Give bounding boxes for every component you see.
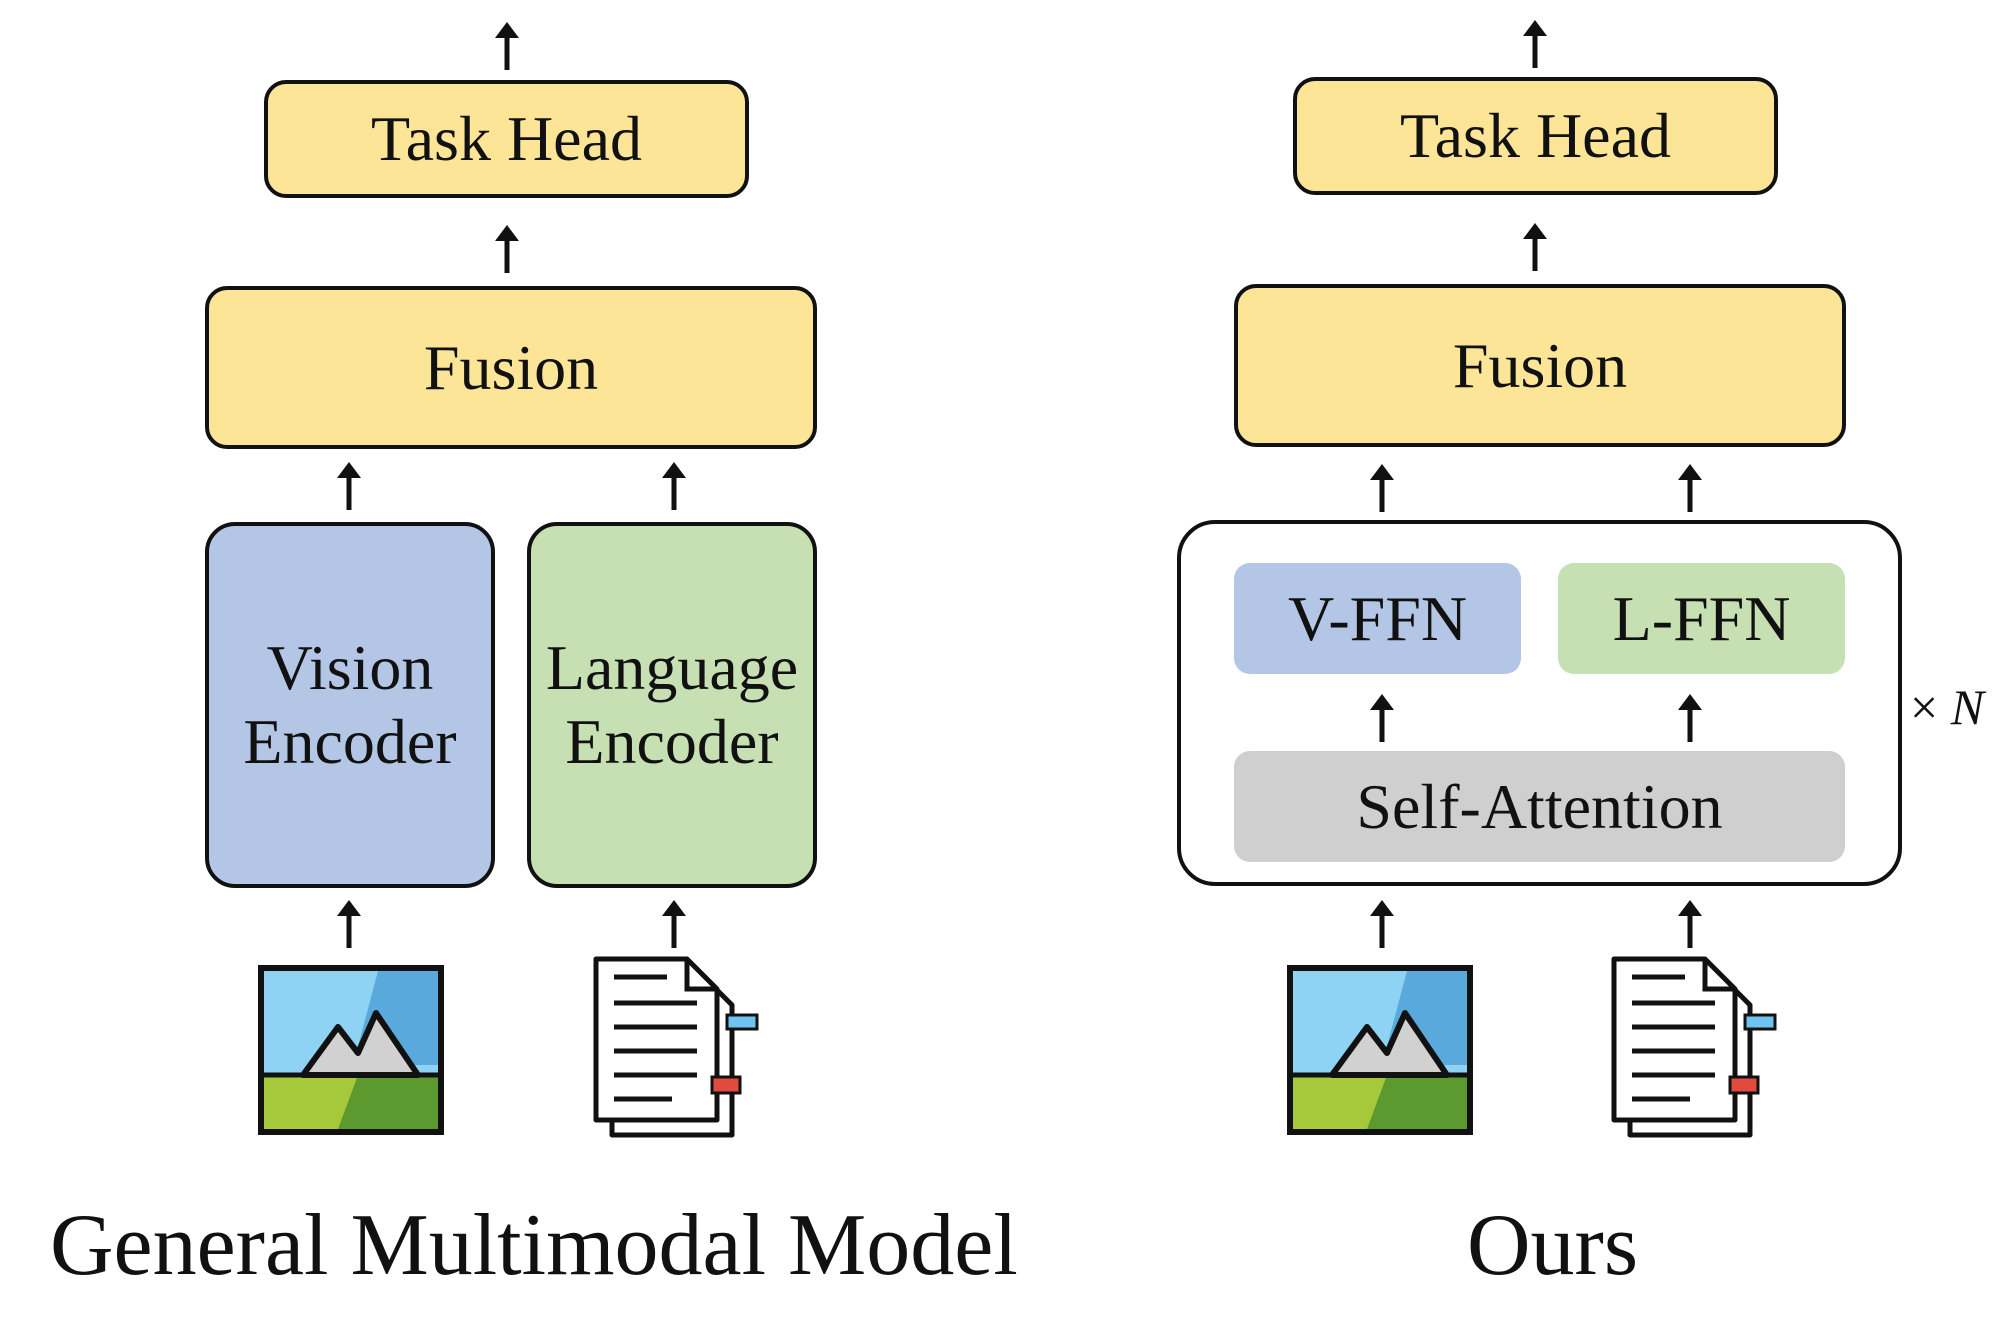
image-icon [1287, 965, 1473, 1135]
left-task-head-label: Task Head [371, 103, 642, 175]
arrow-up-icon [337, 900, 361, 948]
v-ffn-label: V-FFN [1287, 582, 1468, 654]
repeat-label: × N [1910, 678, 1984, 736]
arrow-up-icon [662, 462, 686, 510]
language-encoder-box: Language Encoder [527, 522, 817, 888]
image-icon [258, 965, 444, 1135]
arrow-up-icon [662, 900, 686, 948]
left-caption: General Multimodal Model [50, 1197, 1018, 1294]
arrow-up-icon [1370, 464, 1394, 512]
left-fusion-label: Fusion [423, 331, 599, 403]
arrow-up-icon [1370, 900, 1394, 948]
left-task-head-box: Task Head [264, 80, 749, 198]
language-encoder-line1: Language [545, 632, 799, 704]
vision-encoder-line1: Vision [266, 632, 434, 704]
repeat-times-symbol: × [1910, 679, 1939, 735]
right-caption: Ours [1467, 1197, 1639, 1294]
arrow-up-icon [495, 225, 519, 273]
arrow-up-icon [495, 22, 519, 70]
arrow-up-icon [1678, 694, 1702, 742]
arrow-up-icon [1678, 464, 1702, 512]
self-attention-box: Self-Attention [1234, 751, 1845, 862]
right-task-head-box: Task Head [1293, 77, 1778, 195]
transformer-block: V-FFN L-FFN Self-Attention [1177, 520, 1902, 886]
right-fusion-label: Fusion [1452, 329, 1628, 401]
l-ffn-label: L-FFN [1612, 582, 1791, 654]
arrow-up-icon [1523, 20, 1547, 68]
left-fusion-box: Fusion [205, 286, 817, 449]
right-task-head-label: Task Head [1400, 100, 1671, 172]
document-icon [1611, 956, 1777, 1138]
right-fusion-box: Fusion [1234, 284, 1846, 447]
vision-encoder-box: Vision Encoder [205, 522, 495, 888]
language-encoder-label: Language Encoder [546, 631, 798, 778]
self-attention-label: Self-Attention [1356, 770, 1723, 842]
arrow-up-icon [337, 462, 361, 510]
language-encoder-line2: Encoder [565, 706, 779, 777]
arrow-up-icon [1678, 900, 1702, 948]
arrow-up-icon [1370, 694, 1394, 742]
arrow-up-icon [1523, 223, 1547, 271]
vision-encoder-label: Vision Encoder [243, 631, 456, 778]
v-ffn-box: V-FFN [1234, 563, 1521, 674]
l-ffn-box: L-FFN [1558, 563, 1845, 674]
document-icon [593, 956, 759, 1138]
repeat-n: N [1950, 679, 1985, 735]
vision-encoder-line2: Encoder [243, 706, 457, 777]
